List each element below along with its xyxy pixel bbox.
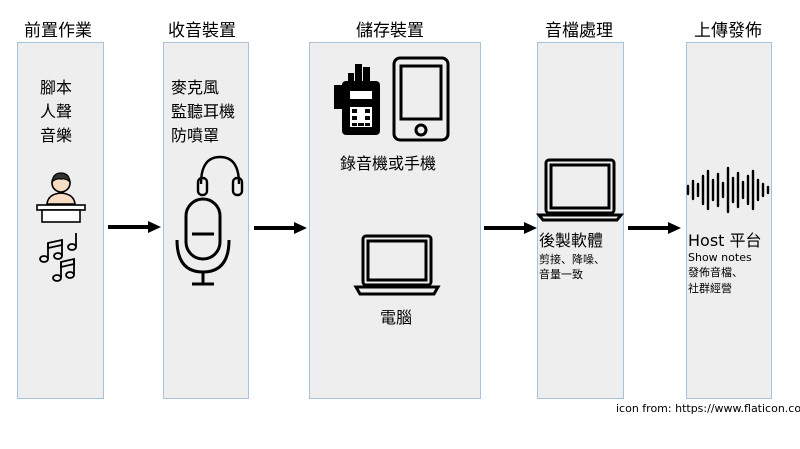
column-title-recording: 收音裝置 xyxy=(168,21,236,41)
arrow-right-icon xyxy=(484,222,537,234)
person-at-desk-icon xyxy=(36,172,86,223)
prep-item-script: 腳本 xyxy=(40,78,73,97)
column-title-storage: 儲存裝置 xyxy=(356,21,424,41)
publish-detail-3: 社群經營 xyxy=(688,282,732,295)
recorder-or-phone-label: 錄音機或手機 xyxy=(340,154,437,173)
column-title-prep: 前置作業 xyxy=(24,21,92,41)
music-notes-icon xyxy=(39,233,77,282)
smartphone-icon xyxy=(392,56,450,142)
headphones-icon xyxy=(196,155,244,197)
walkie-talkie-icon xyxy=(334,64,380,135)
column-title-processing: 音檔處理 xyxy=(545,21,613,41)
recording-item-pop-filter: 防噴罩 xyxy=(171,126,220,145)
icon-credit: icon from: https://www.flaticon.com xyxy=(616,402,800,415)
processing-detail-1: 剪接、降噪、 xyxy=(539,253,605,266)
publish-detail-1: Show notes xyxy=(688,251,752,264)
arrow-right-icon xyxy=(254,222,307,234)
panel-recording xyxy=(163,42,249,399)
host-platform-label: Host 平台 xyxy=(688,231,762,250)
sound-wave-icon xyxy=(686,166,770,214)
prep-item-voice: 人聲 xyxy=(40,102,73,121)
recording-item-headphones: 監聽耳機 xyxy=(171,102,236,121)
processing-detail-2: 音量一致 xyxy=(539,268,583,281)
publish-detail-2: 發佈音檔、 xyxy=(688,266,743,279)
laptop-icon xyxy=(535,158,625,222)
editing-software-label: 後製軟體 xyxy=(539,231,604,250)
column-title-publish: 上傳發佈 xyxy=(694,21,762,41)
panel-publish xyxy=(686,42,772,399)
microphone-icon xyxy=(175,197,231,286)
arrow-right-icon xyxy=(628,222,681,234)
recording-item-microphone: 麥克風 xyxy=(171,78,220,97)
prep-item-music: 音樂 xyxy=(40,126,73,145)
laptop-icon xyxy=(353,234,441,296)
computer-label: 電腦 xyxy=(380,308,413,327)
arrow-right-icon xyxy=(108,221,161,233)
